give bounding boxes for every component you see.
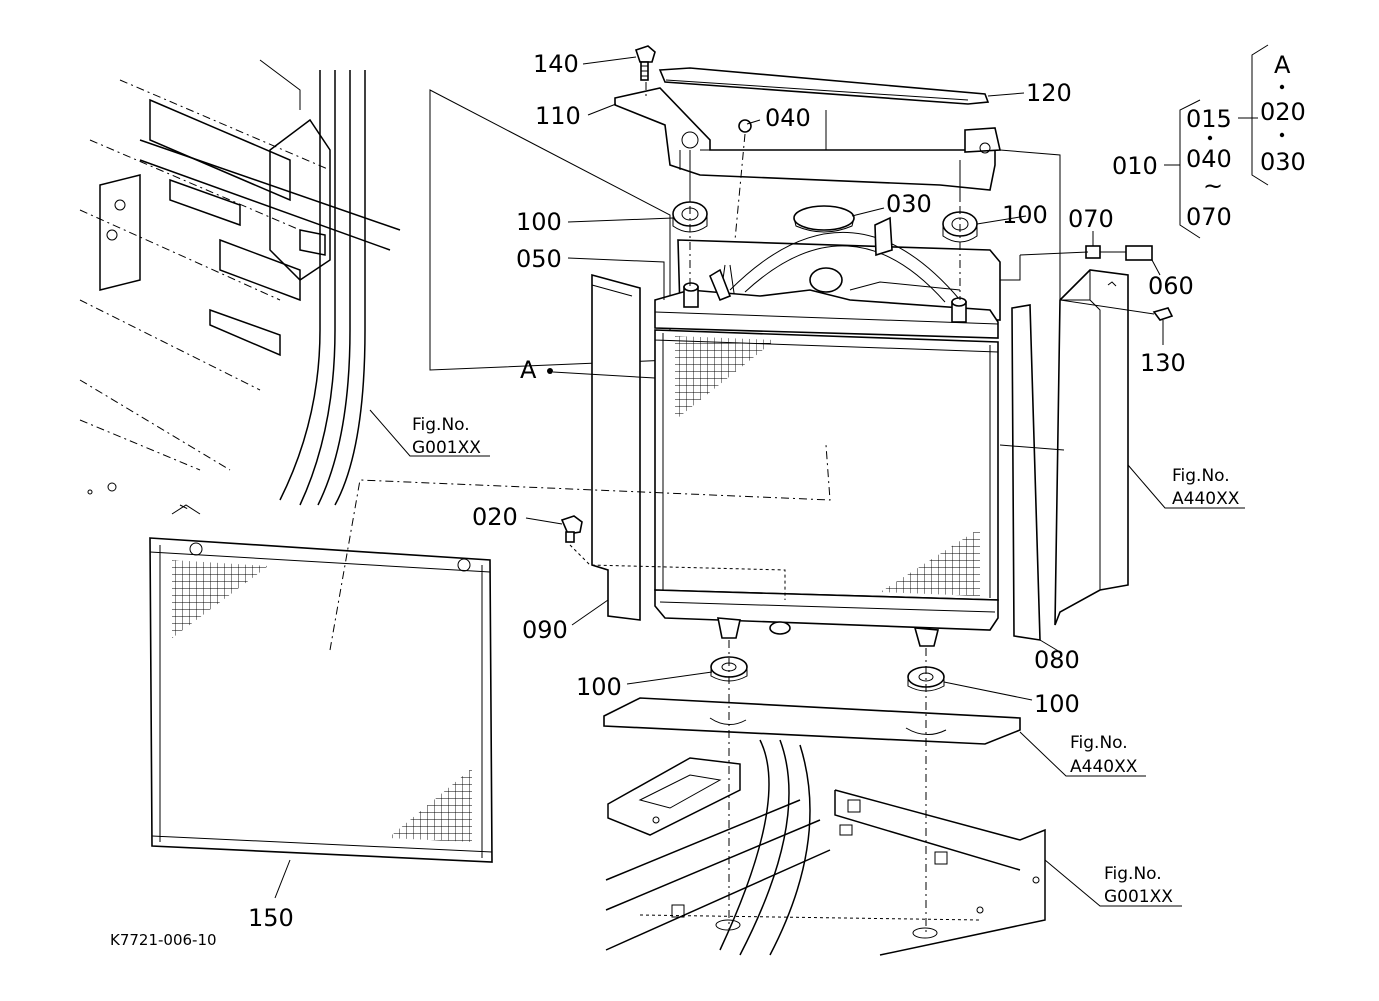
- label-100-bottom-right: 100: [1034, 690, 1080, 718]
- label-100-top-right: 100: [1002, 201, 1048, 229]
- figref-3-code: A440XX: [1070, 757, 1138, 777]
- drawing-code: K7721-006-10: [110, 931, 217, 949]
- label-150: 150: [248, 904, 294, 932]
- leader-lines: [274, 56, 1245, 907]
- label-020: 020: [472, 503, 518, 531]
- label-050: 050: [516, 245, 562, 273]
- figref-3-title: Fig.No.: [1070, 733, 1128, 753]
- label-040: 040: [765, 104, 811, 132]
- label-A: A: [520, 356, 537, 384]
- part-120-top-seal: [658, 67, 990, 105]
- right-side-panel: [1054, 269, 1129, 626]
- figref-2-code: A440XX: [1172, 489, 1240, 509]
- legend-020: 020: [1260, 98, 1306, 126]
- part-130-bolt: [1152, 307, 1174, 321]
- figref-4-title: Fig.No.: [1104, 864, 1162, 884]
- label-080: 080: [1034, 646, 1080, 674]
- label-100-top-left: 100: [516, 208, 562, 236]
- label-100-bottom-left: 100: [576, 673, 622, 701]
- part-020-drain-plug: [560, 515, 583, 543]
- legend-030: 030: [1260, 148, 1306, 176]
- figref-2-title: Fig.No.: [1172, 466, 1230, 486]
- part-070-clip: [1085, 245, 1101, 259]
- label-090: 090: [522, 616, 568, 644]
- label-060: 060: [1148, 272, 1194, 300]
- label-A-dot: [547, 368, 553, 374]
- legend-015: 015: [1186, 105, 1232, 133]
- lower-support-plate: [603, 697, 1021, 745]
- left-frame-structure: [79, 59, 671, 515]
- part-030-radiator-cap: [793, 205, 855, 233]
- center-lines: [329, 82, 961, 935]
- figref-4-code: G001XX: [1104, 887, 1173, 907]
- radiator-assembly: [654, 216, 1001, 647]
- bottom-frame: [605, 739, 1046, 956]
- part-150-screen: [149, 537, 493, 863]
- label-030: 030: [886, 190, 932, 218]
- legend-head-A: A: [1274, 51, 1291, 79]
- part-080-side-seal: [1011, 304, 1041, 641]
- part-140-bolt: [634, 45, 656, 81]
- part-110-bracket: [614, 87, 1001, 200]
- legend-010: 010: [1112, 152, 1158, 180]
- legend-tree: [1164, 44, 1285, 239]
- label-120: 120: [1026, 79, 1072, 107]
- label-140: 140: [533, 50, 579, 78]
- legend-040: 040: [1186, 145, 1232, 173]
- part-040-screw: [734, 119, 752, 241]
- label-070: 070: [1068, 205, 1114, 233]
- label-130: 130: [1140, 349, 1186, 377]
- figref-1-title: Fig.No.: [412, 415, 470, 435]
- part-090-side-seal: [591, 273, 641, 621]
- legend-070: 070: [1186, 203, 1232, 231]
- part-100-bottom-cushion-right: [907, 666, 945, 692]
- part-060-plug: [1100, 245, 1153, 261]
- legend-tilde: ~: [1203, 172, 1223, 200]
- figref-1-code: G001XX: [412, 438, 481, 458]
- label-110: 110: [535, 102, 581, 130]
